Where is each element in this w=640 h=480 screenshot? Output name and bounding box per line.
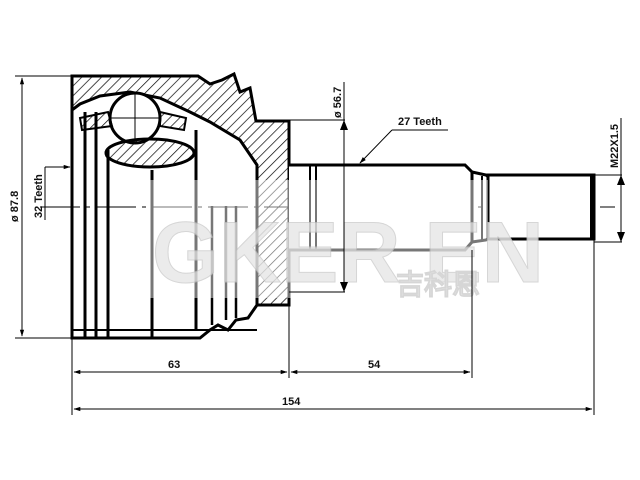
- shaft-teeth-label: 27 Teeth: [398, 116, 442, 128]
- watermark: GKER EN 吉科恩: [148, 180, 544, 302]
- dim-thread: M22X1.5: [594, 118, 625, 243]
- total-length-label: 154: [282, 396, 301, 408]
- shaft-diameter-label: ø 56.7: [332, 87, 344, 118]
- stub-shaft: [289, 163, 596, 252]
- inner-teeth-label: 32 Teeth: [33, 174, 45, 218]
- svg-text:GKER EN: GKER EN: [152, 205, 544, 301]
- svg-text:吉科恩: 吉科恩: [396, 268, 480, 301]
- outer-diameter-label: ø 87.8: [9, 191, 21, 222]
- dim-inner-teeth: 32 Teeth: [33, 164, 71, 220]
- thread-label: M22X1.5: [609, 124, 621, 168]
- outer-race-housing: [70, 71, 291, 340]
- dim-outer-diameter: ø 87.8: [9, 75, 72, 339]
- dim-shaft-teeth: 27 Teeth: [359, 116, 448, 164]
- shaft-length-label: 54: [368, 359, 381, 371]
- dim-lengths: 63 54 154: [71, 239, 595, 415]
- dim-shaft-diameter: ø 56.7: [289, 82, 348, 293]
- body-length-label: 63: [168, 359, 180, 371]
